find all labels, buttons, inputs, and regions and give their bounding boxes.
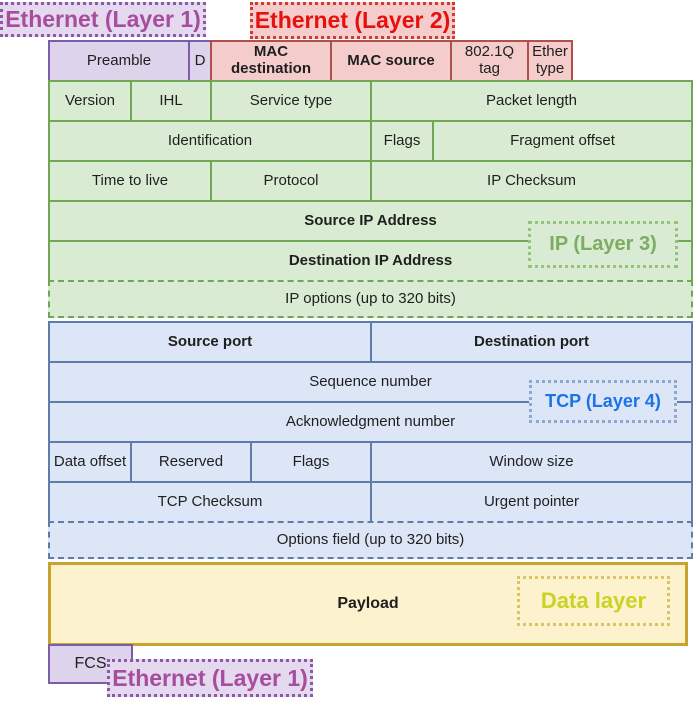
field-window-size: Window size — [370, 441, 693, 483]
ip-row-3: Time to live Protocol IP Checksum — [48, 160, 693, 202]
field-service-type: Service type — [210, 80, 372, 122]
ip-layer3-label: IP (Layer 3) — [528, 221, 678, 268]
ethernet-header-row: Preamble D MAC destination MAC source 80… — [48, 40, 693, 82]
ip-row-options: IP options (up to 320 bits) — [48, 280, 693, 318]
field-packet-length: Packet length — [370, 80, 693, 122]
tcp-row-4: Data offset Reserved Flags Window size — [48, 441, 693, 483]
ethernet-layer1-bottom-label: Ethernet (Layer 1) — [107, 659, 313, 697]
field-tcp-checksum: TCP Checksum — [48, 481, 372, 523]
ip-row-1: Version IHL Service type Packet length — [48, 80, 693, 122]
field-identification: Identification — [48, 120, 372, 162]
field-ip-flags: Flags — [370, 120, 434, 162]
field-reserved: Reserved — [130, 441, 252, 483]
field-data-offset: Data offset — [48, 441, 132, 483]
field-tcp-flags: Flags — [250, 441, 372, 483]
field-mac-source: MAC source — [330, 40, 452, 82]
field-urgent-pointer: Urgent pointer — [370, 481, 693, 523]
payload-label: Payload — [337, 595, 399, 612]
ip-row-2: Identification Flags Fragment offset — [48, 120, 693, 162]
data-layer-label: Data layer — [517, 576, 670, 626]
field-source-port: Source port — [48, 321, 372, 363]
field-protocol: Protocol — [210, 160, 372, 202]
field-time-to-live: Time to live — [48, 160, 212, 202]
tcp-row-5: TCP Checksum Urgent pointer — [48, 481, 693, 523]
field-ihl: IHL — [130, 80, 212, 122]
field-8021q-tag: 802.1Q tag — [450, 40, 529, 82]
field-start-delimiter: D — [188, 40, 212, 82]
ethernet-layer1-top-label: Ethernet (Layer 1) — [0, 2, 206, 37]
field-mac-destination: MAC destination — [210, 40, 332, 82]
tcp-row-1: Source port Destination port — [48, 321, 693, 363]
field-version: Version — [48, 80, 132, 122]
field-ip-checksum: IP Checksum — [370, 160, 693, 202]
field-destination-port: Destination port — [370, 321, 693, 363]
field-preamble: Preamble — [48, 40, 190, 82]
ethernet-layer2-label: Ethernet (Layer 2) — [250, 2, 455, 39]
tcp-layer4-label: TCP (Layer 4) — [529, 380, 677, 423]
field-fragment-offset: Fragment offset — [432, 120, 693, 162]
field-ether-type: Ether type — [527, 40, 573, 82]
field-tcp-options: Options field (up to 320 bits) — [48, 521, 693, 559]
tcp-row-options: Options field (up to 320 bits) — [48, 521, 693, 559]
field-ip-options: IP options (up to 320 bits) — [48, 280, 693, 318]
